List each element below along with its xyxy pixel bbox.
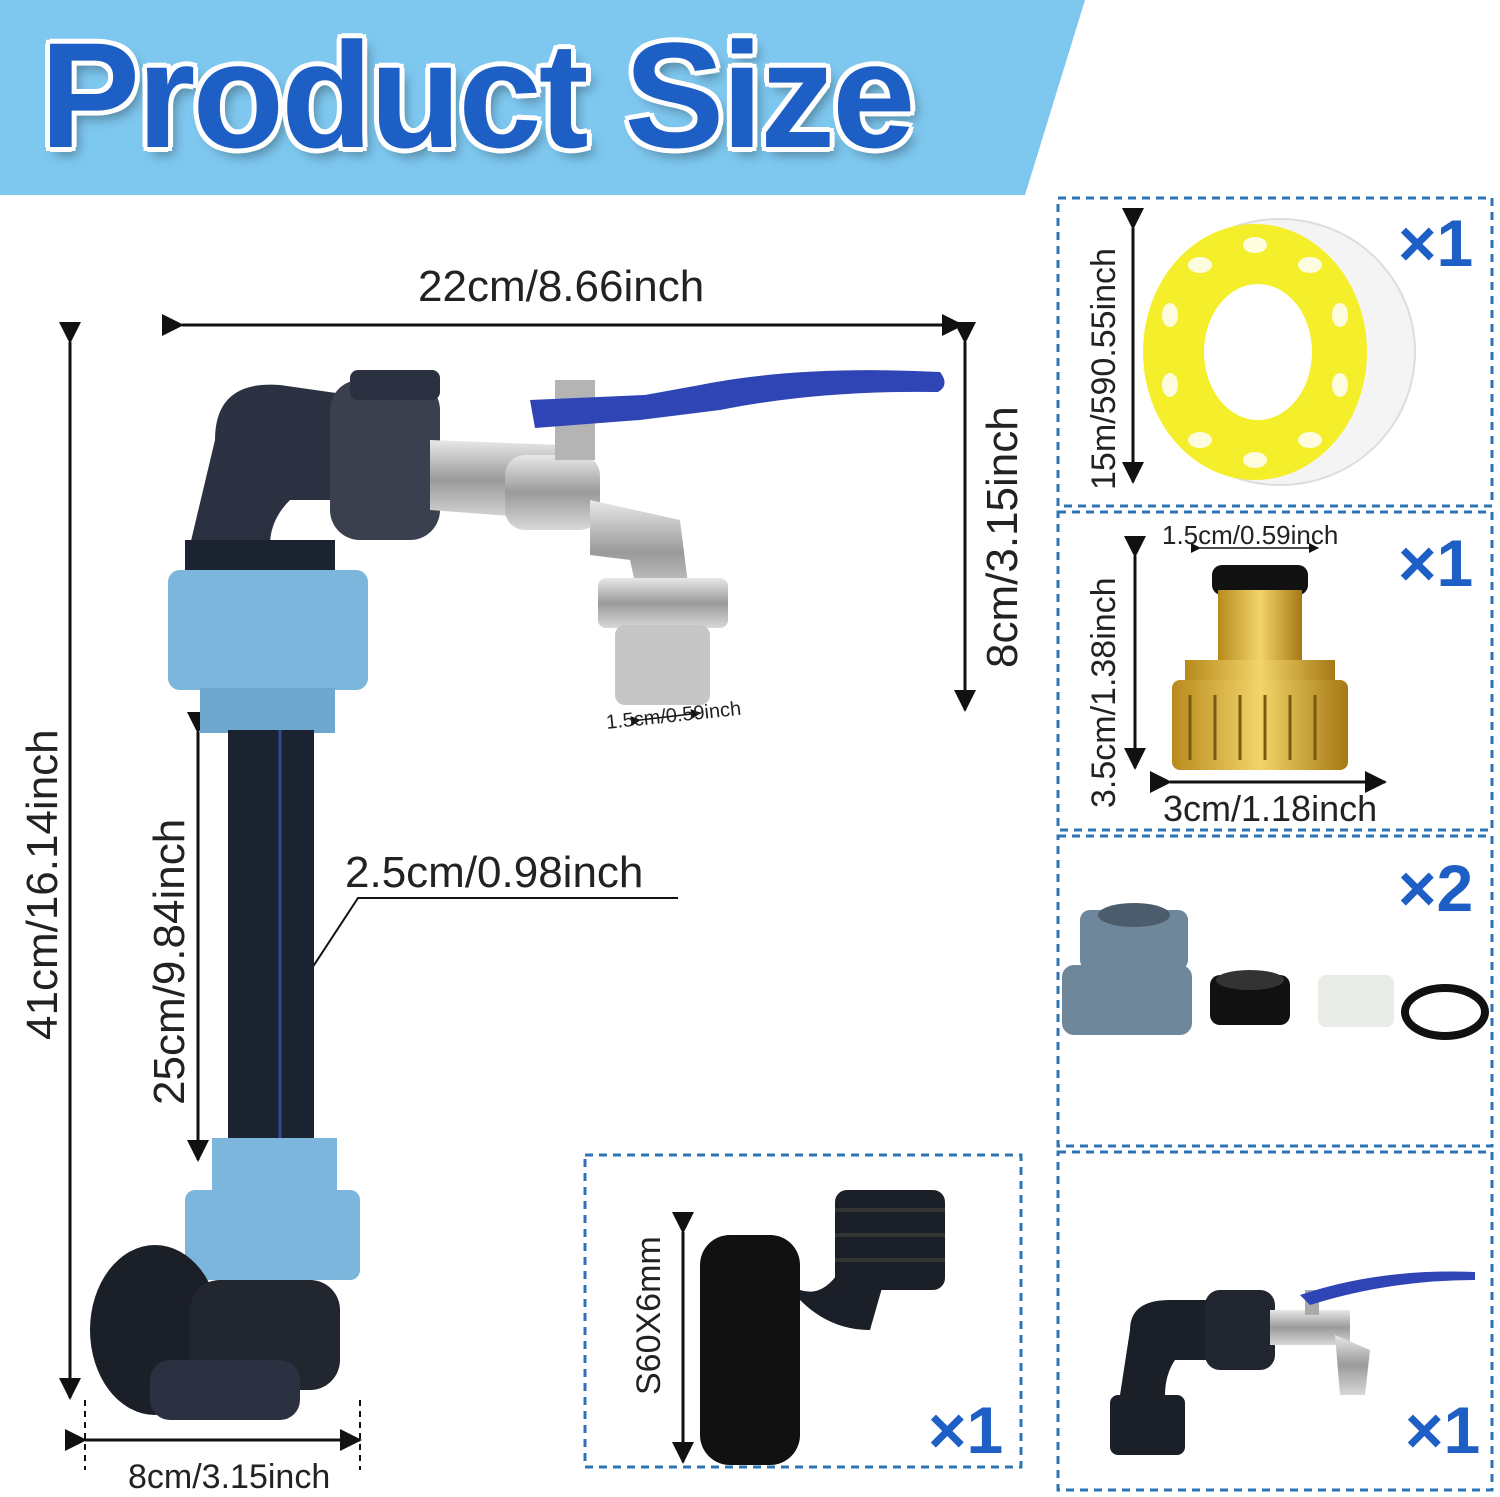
brass-connector-illustration [1124,536,1387,793]
pipe-length-label: 25cm/9.84inch [145,818,194,1105]
connector-box [1056,510,1494,832]
title-banner [0,0,1085,195]
fittings-illustration [1062,903,1489,1040]
accessory-boxes [583,196,1494,1492]
tape-length-label: 15m/590.55inch [1085,248,1123,490]
fittings-box [1056,834,1494,1148]
base-width-label: 8cm/3.15inch [128,1458,331,1496]
fittings-quantity: ×2 [1398,851,1474,925]
tape-quantity: ×1 [1398,206,1474,280]
width-label: 22cm/8.66inch [418,262,705,311]
connector-top-label: 1.5cm/0.59inch [1162,520,1339,550]
tap-height-label: 8cm/3.15inch [978,406,1027,668]
dimension-arrows [59,314,976,1470]
connector-width-label: 3cm/1.18inch [1163,788,1378,829]
tap-set-illustration [1110,1271,1475,1455]
connector-height-label: 3.5cm/1.38inch [1085,577,1123,808]
ptfe-tape-illustration [1122,208,1416,486]
tap-set-box [1056,1150,1494,1492]
page-title: Product Size [40,11,915,179]
elbow-illustration [672,1190,945,1465]
pipe-diameter-label: 2.5cm/0.98inch [345,848,644,897]
elbow-thread-label: S60X6mm [630,1236,668,1395]
tape-box [1056,196,1494,508]
main-assembly-illustration [90,370,945,1420]
pipe-diameter-leader [277,897,678,1021]
tap-set-quantity: ×1 [1405,1393,1481,1467]
height-label: 41cm/16.14inch [18,729,67,1040]
nozzle-arrow [630,709,701,727]
elbow-quantity: ×1 [928,1393,1004,1467]
elbow-box [583,1153,1023,1469]
connector-quantity: ×1 [1398,526,1474,600]
